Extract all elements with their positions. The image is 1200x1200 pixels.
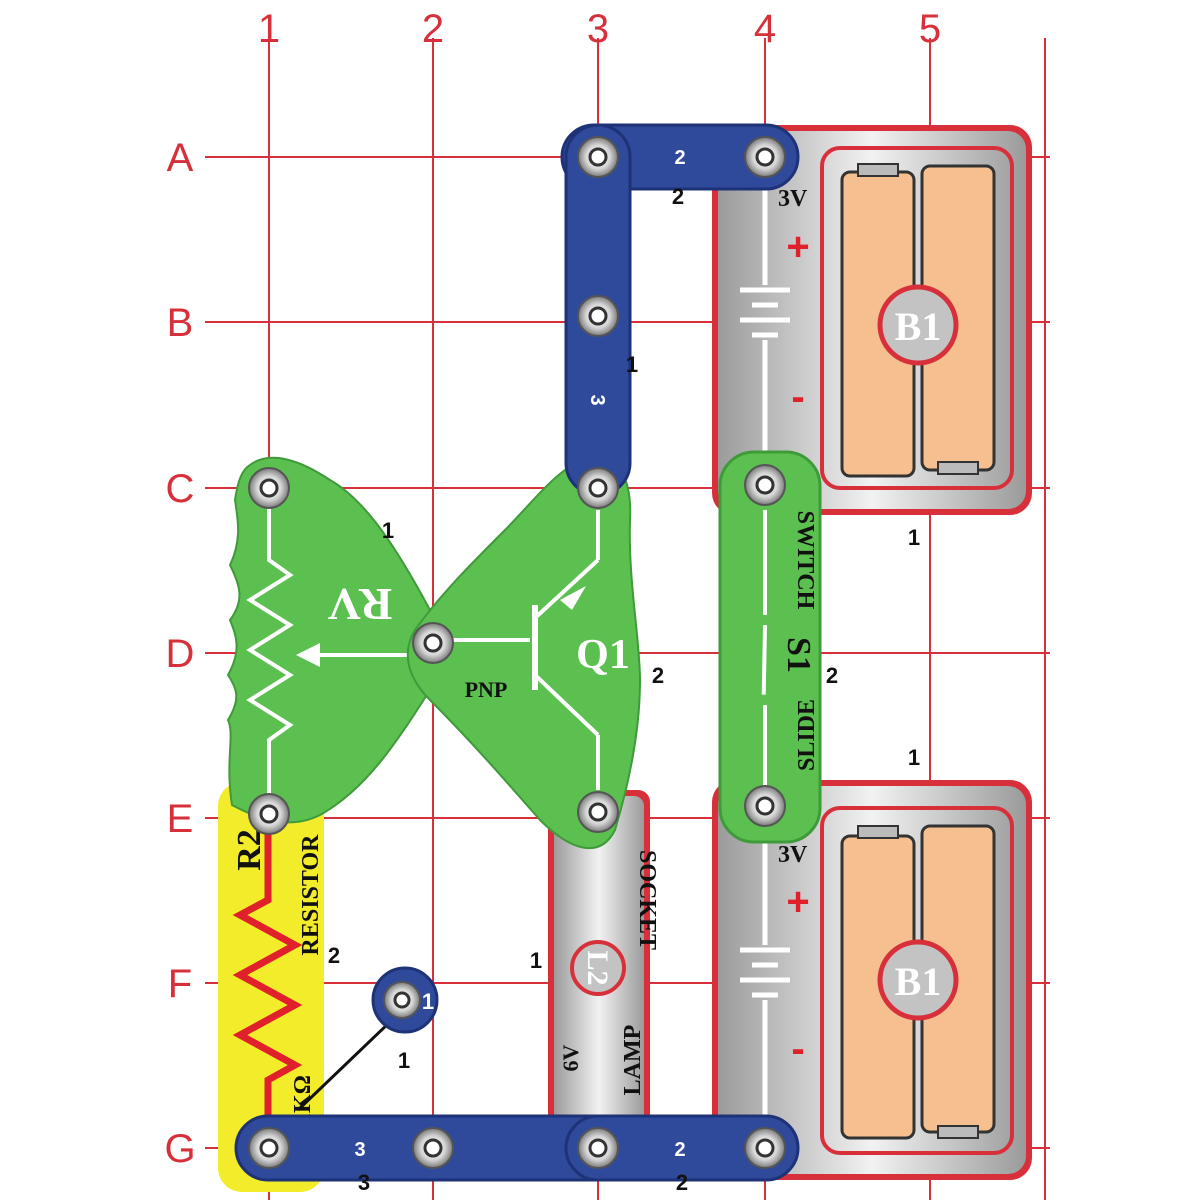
level-resistor: 2 — [328, 943, 340, 968]
q1-type: PNP — [465, 677, 508, 702]
level-switch: 2 — [826, 663, 838, 688]
row-label-b: B — [167, 301, 194, 345]
level-battery-bottom: 1 — [908, 745, 920, 770]
slide-switch[interactable]: S1 SWITCH SLIDE — [718, 450, 822, 844]
wire-number: 2 — [674, 147, 685, 169]
col-label-4: 4 — [754, 7, 776, 51]
resistor-zigzag — [232, 820, 303, 1140]
wire-number: 3 — [586, 394, 608, 405]
level-numbers: 2 1 1 2 2 1 1 2 1 1 3 2 — [328, 184, 920, 1195]
q1-label: Q1 — [576, 632, 630, 678]
battery-label-circle — [877, 939, 959, 1021]
battery-symbol — [740, 830, 790, 1130]
battery-label: B1 — [895, 959, 942, 1004]
rv-label: RV — [328, 579, 393, 630]
lamp-voltage: 6V — [558, 1044, 583, 1071]
level-b-vertical: 1 — [626, 352, 638, 377]
col-label-5: 5 — [919, 7, 941, 51]
wire-number: 3 — [354, 1139, 365, 1161]
row-label-f: F — [168, 962, 192, 1006]
lamp-text: LAMP — [620, 1025, 646, 1096]
snap-c3[interactable] — [577, 467, 619, 509]
col-label-1: 1 — [258, 7, 280, 51]
snap-e3[interactable] — [577, 791, 619, 833]
battery-label-circle — [877, 284, 959, 366]
snap-g2[interactable] — [412, 1127, 454, 1169]
level-q1: 2 — [652, 663, 664, 688]
resistor-text: RESISTOR — [298, 834, 324, 956]
battery-voltage: 3V — [778, 842, 808, 868]
snap-g4[interactable] — [744, 1127, 786, 1169]
lamp-label: L2 — [581, 950, 614, 985]
col-label-2: 2 — [422, 7, 444, 51]
row-label-g: G — [164, 1127, 195, 1171]
snap-d2[interactable] — [412, 622, 454, 664]
switch-text-switch: SWITCH — [792, 511, 818, 610]
variable-resistor[interactable]: RV — [226, 456, 432, 824]
snap-g1[interactable] — [248, 1127, 290, 1169]
level-g-left: 3 — [358, 1170, 370, 1195]
battery-label: B1 — [895, 304, 942, 349]
snap-c4[interactable] — [744, 464, 786, 506]
snap-e1[interactable] — [248, 793, 290, 835]
level-rv: 1 — [382, 518, 394, 543]
row-label-a: A — [167, 136, 194, 180]
row-label-c: C — [166, 467, 195, 511]
snap-a4[interactable] — [744, 136, 786, 178]
level-a-top: 2 — [672, 184, 684, 209]
lamp-socket-text: SOCKET — [634, 850, 660, 950]
row-label-d: D — [166, 632, 195, 676]
level-battery-top: 1 — [908, 525, 920, 550]
transistor[interactable]: Q1 PNP — [406, 456, 642, 849]
battery-minus: - — [791, 375, 804, 419]
battery-voltage: 3V — [778, 186, 808, 212]
rv-zigzag — [246, 500, 294, 800]
battery-holder-top[interactable]: B1 3V + - — [712, 125, 1032, 515]
snap-e4[interactable] — [744, 785, 786, 827]
grid-labels: 1 2 3 4 5 A B C D E F G — [164, 7, 941, 1171]
battery-plus: + — [786, 880, 809, 924]
snap-c1[interactable] — [248, 467, 290, 509]
lamp-socket[interactable]: L2 SOCKET LAMP 6V — [548, 790, 660, 1175]
resistor-label: R2 — [231, 829, 268, 871]
snap-b3[interactable] — [577, 295, 619, 337]
row-label-e: E — [167, 797, 194, 841]
jumper-label: 1 — [422, 989, 434, 1014]
wire-g-2[interactable]: 2 — [564, 1114, 800, 1182]
level-lamp: 1 — [530, 948, 542, 973]
switch-text-slide: SLIDE — [794, 699, 820, 771]
switch-label: S1 — [780, 637, 817, 673]
wire-number: 2 — [674, 1139, 685, 1161]
battery-plus: + — [786, 225, 809, 269]
snap-g3[interactable] — [577, 1127, 619, 1169]
level-jumper: 1 — [398, 1048, 410, 1073]
level-g-right: 2 — [676, 1170, 688, 1195]
battery-minus: - — [791, 1027, 804, 1071]
col-label-3: 3 — [587, 7, 609, 51]
snap-a3[interactable] — [577, 136, 619, 178]
lamp-label-circle — [570, 940, 626, 996]
snap-terminals — [248, 136, 786, 1169]
battery-holder-bottom[interactable]: B1 3V + - — [712, 780, 1032, 1180]
snap-f2[interactable] — [383, 981, 421, 1019]
